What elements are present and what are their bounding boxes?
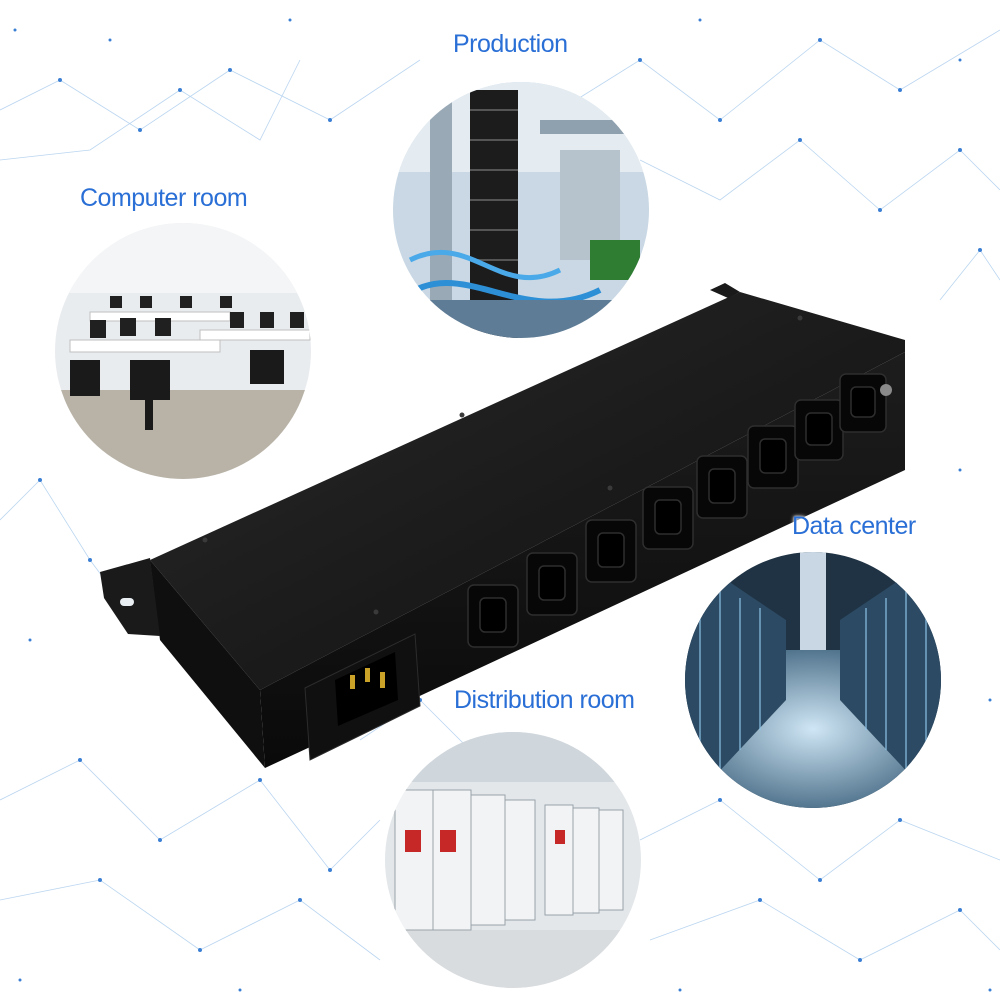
outlet-7 bbox=[794, 399, 844, 461]
power-inlet-c20 bbox=[304, 633, 421, 761]
pdu-device bbox=[100, 283, 905, 768]
distribution-room-label: Distribution room bbox=[454, 686, 635, 714]
outlet-6 bbox=[747, 425, 799, 489]
left-rack-ear bbox=[100, 558, 160, 636]
data-center-photo bbox=[685, 552, 941, 808]
ground-screw bbox=[880, 384, 892, 396]
outlet-8 bbox=[839, 373, 887, 433]
right-rack-ear bbox=[710, 283, 740, 298]
outlet-2 bbox=[526, 552, 578, 616]
outlets bbox=[467, 373, 887, 648]
production-label: Production bbox=[453, 30, 568, 58]
data-center-label: Data center bbox=[792, 512, 916, 540]
outlet-3 bbox=[585, 519, 637, 583]
network-dots bbox=[13, 18, 992, 992]
distribution-room-photo bbox=[385, 732, 641, 988]
computer-room-label: Computer room bbox=[80, 184, 248, 212]
outlet-5 bbox=[696, 455, 748, 519]
outlet-4 bbox=[642, 486, 694, 550]
production-photo bbox=[393, 82, 649, 338]
outlet-1 bbox=[467, 584, 519, 648]
computer-room-photo bbox=[55, 223, 311, 479]
